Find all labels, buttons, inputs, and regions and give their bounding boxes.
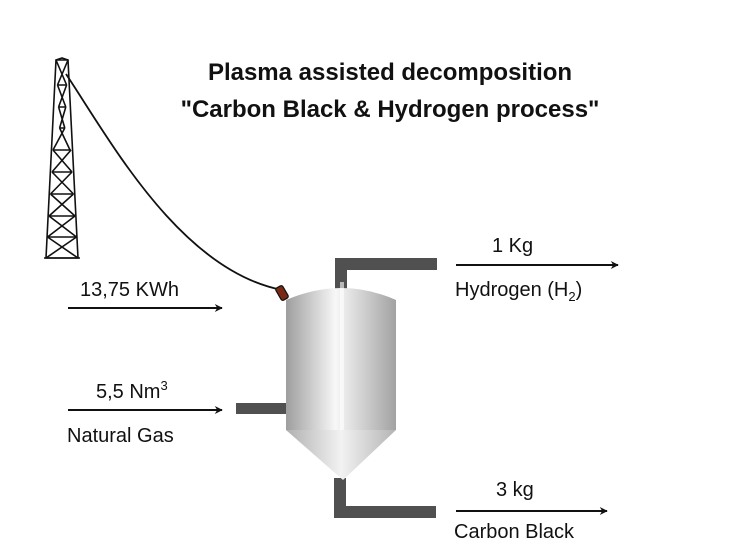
power-cable — [65, 73, 283, 291]
carbon-outlet-pipe — [334, 478, 436, 518]
carbon-output-quantity: 3 kg — [496, 479, 534, 501]
diagram-subtitle: "Carbon Black & Hydrogen process" — [180, 96, 600, 123]
carbon-output-name: Carbon Black — [454, 521, 575, 543]
hydrogen-output-quantity: 1 Kg — [492, 235, 534, 257]
reactor-vessel — [286, 282, 396, 480]
cable-connector-icon — [275, 285, 289, 301]
power-pylon-icon — [44, 57, 80, 259]
gas-quantity-text: 5,5 Nm — [96, 381, 161, 403]
gas-input-name: Natural Gas — [67, 425, 174, 447]
diagram-title: Plasma assisted decomposition — [207, 59, 573, 86]
hydrogen-output-name: Hydrogen (H2) — [455, 278, 583, 304]
hydrogen-subscript: 2 — [568, 289, 576, 304]
gas-unit-superscript: 3 — [160, 378, 168, 393]
gas-inlet-pipe — [236, 403, 286, 414]
energy-input-label: 13,75 KWh — [80, 279, 179, 301]
hydrogen-name-end: ) — [575, 279, 583, 301]
hydrogen-name-text: Hydrogen (H — [455, 279, 569, 301]
gas-input-quantity: 5,5 Nm3 — [96, 378, 168, 404]
